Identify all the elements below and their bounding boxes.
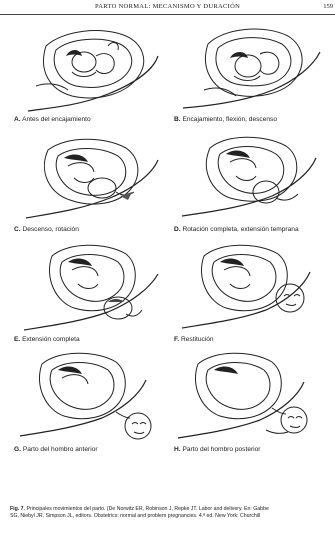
panel-h-label: H. Parto del hombro posterior <box>174 446 261 453</box>
figure-caption-line-1: Principales movimientos del parto. (De N… <box>26 506 268 512</box>
illustration-complete-rotation <box>168 126 328 236</box>
illustration-descent-rotation <box>8 126 168 236</box>
panel-b-label: B. Encajamiento, flexión, descenso <box>174 116 277 123</box>
figure-panel-e: E. Extensión completa <box>8 236 168 346</box>
figure-caption: Fig. 7. Principales movimientos del part… <box>10 506 332 520</box>
page-number: 159 <box>323 3 333 10</box>
figure-caption-label: Fig. 7. <box>10 506 25 512</box>
illustration-before-engagement <box>8 16 168 126</box>
panel-c-label: C. Descenso, rotación <box>14 226 79 233</box>
panel-e-label: E. Extensión completa <box>14 336 80 343</box>
illustration-posterior-shoulder <box>168 346 328 456</box>
figure-panel-a: A. Antes del encajamiento <box>8 16 168 126</box>
panel-g-label: G. Parto del hombro anterior <box>14 446 98 453</box>
running-header: PARTO NORMAL: MECANISMO Y DURACIÓN 159 <box>0 0 335 15</box>
panel-d-label: D. Rotación completa, extensión temprana <box>174 226 299 233</box>
illustration-anterior-shoulder <box>8 346 168 456</box>
figure-panel-d: D. Rotación completa, extensión temprana <box>168 126 328 236</box>
figure-panel-f: F. Restitución <box>168 236 328 346</box>
figure-panel-c: C. Descenso, rotación <box>8 126 168 236</box>
illustration-engagement-flexion <box>168 16 328 126</box>
figure-panel-b: B. Encajamiento, flexión, descenso <box>168 16 328 126</box>
panel-f-label: F. Restitución <box>174 336 214 343</box>
panel-a-label: A. Antes del encajamiento <box>14 116 91 123</box>
illustration-complete-extension <box>8 236 168 346</box>
running-header-title: PARTO NORMAL: MECANISMO Y DURACIÓN <box>0 3 335 10</box>
illustration-restitution <box>168 236 328 346</box>
figure-caption-line-2: SG, Niebyl JR, Simpson JL, editors. Obst… <box>10 513 332 520</box>
figure-panel-h: H. Parto del hombro posterior <box>168 346 328 456</box>
figure-panel-g: G. Parto del hombro anterior <box>8 346 168 456</box>
